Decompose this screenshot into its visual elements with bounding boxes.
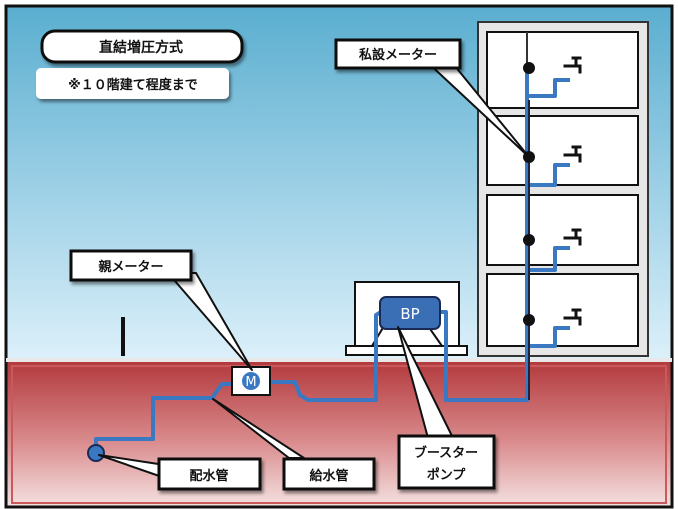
faucet-icon [563,228,582,246]
parent-meter-label: 親メーター [98,259,163,275]
booster-pump-symbol: BP [400,305,419,323]
faucets [563,56,582,326]
water-pipes [94,64,570,453]
private-meter-label: 私設メーター [359,47,437,63]
booster-pump-label-line1: ブースター [414,445,478,461]
faucet-icon [563,56,582,74]
supply-pipe-label: 給水管 [309,468,348,484]
callout-title [40,29,244,64]
distribution-pipe-label: 配水管 [189,468,228,484]
booster-pump: BP [379,296,441,330]
meter-icon [240,370,262,392]
booster-pump-label-line2: ポンプ [427,467,467,483]
distribution-main-icon [87,444,105,462]
building-floor-2 [486,115,639,186]
callout-private-meter [334,38,462,70]
private-meter-dot-1 [523,62,535,74]
faucet-icon [563,145,582,163]
ground-inner-border [11,365,667,504]
parent-meter: M [231,366,271,396]
supply-pipe-underground [94,382,236,453]
faucet-icon [563,308,582,326]
callout-supply-pipe [282,457,376,491]
apartment-building [477,21,649,357]
building-floor-1 [486,31,639,109]
meter-symbol: M [245,375,256,390]
building-floor-3 [486,194,639,266]
private-meters [523,62,535,326]
floor-branch-1 [527,78,570,98]
callout-pointers [98,59,530,479]
supply-pipe-to-pump [270,310,383,402]
floor-branch-2 [527,163,570,187]
diagram-subtitle: ※１０階建て程度まで [68,77,198,93]
floor-branch-3 [527,246,570,272]
callout-parent-meter [69,249,193,282]
callout-subtitle [36,68,229,99]
private-meter-dot-4 [523,314,535,326]
callout-distribution-pipe [157,457,262,491]
floor-branch-4 [527,326,570,348]
private-meter-dot-3 [523,234,535,246]
callout-booster-pump [397,434,496,490]
diagram-title: 直結増圧方式 [99,39,183,56]
pump-outlet-pipe [440,64,529,402]
building-floor-4 [486,273,639,347]
